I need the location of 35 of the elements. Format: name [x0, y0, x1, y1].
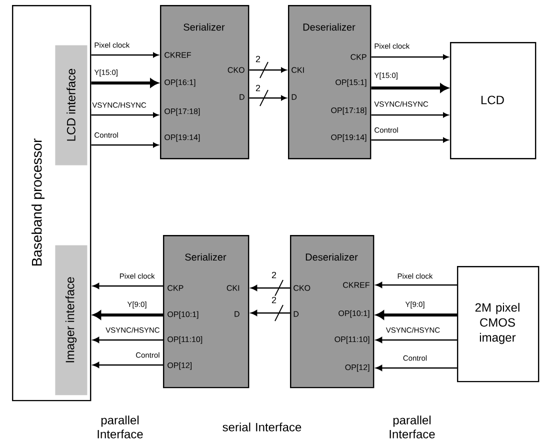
signal-arrow	[376, 337, 457, 343]
signal-arrow	[93, 310, 163, 320]
signal-arrow	[91, 52, 158, 58]
signal-arrow	[371, 54, 448, 60]
signal-arrow	[92, 337, 163, 343]
interface-caption: parallel Interface	[98, 416, 143, 438]
serializer-block: Serializer CKREF OP[16:1] OP[17:18] OP[19:14] CKO D	[160, 5, 250, 160]
signal-arrow	[376, 282, 457, 288]
signal-arrow	[371, 138, 448, 142]
bus-arrow	[250, 310, 290, 316]
interface-caption: serial Interface	[222, 422, 302, 432]
signal-arrow	[92, 283, 163, 289]
signal-arrow	[91, 142, 158, 148]
serializer-block: Deserializer CKI D CKP OP[15:1] OP[17:18] OP[19:14]	[288, 5, 372, 160]
signal-arrow	[371, 112, 448, 118]
bus-arrow	[249, 68, 286, 72]
serializer-block: Serializer CKP OP[10:1] OP[11:10] OP[12] CKI D	[163, 235, 250, 388]
signal-arrow	[92, 362, 163, 368]
signal-arrow	[91, 78, 158, 88]
edge-label: 2	[256, 84, 260, 92]
signal-arrow	[376, 310, 457, 320]
device-box: 2M pixel CMOS imager	[457, 266, 540, 382]
bus-arrow	[249, 96, 286, 100]
signal-arrow	[91, 112, 158, 118]
edge-label: 2	[272, 272, 276, 278]
serializer-block: Deserializer CKO D CKREF OP[10:1] OP[11:10] OP[12]	[290, 235, 374, 388]
interface-band: LCD interface	[55, 45, 88, 166]
device-box: LCD	[450, 42, 536, 160]
interface-band: Imager interface	[55, 245, 88, 396]
bus-arrow	[250, 285, 290, 291]
edge-label: 2	[256, 56, 260, 62]
signal-arrow	[371, 84, 448, 92]
edge-label: 2	[272, 296, 276, 304]
signal-arrow	[376, 365, 457, 371]
interface-caption: parallel Interface	[390, 416, 435, 438]
